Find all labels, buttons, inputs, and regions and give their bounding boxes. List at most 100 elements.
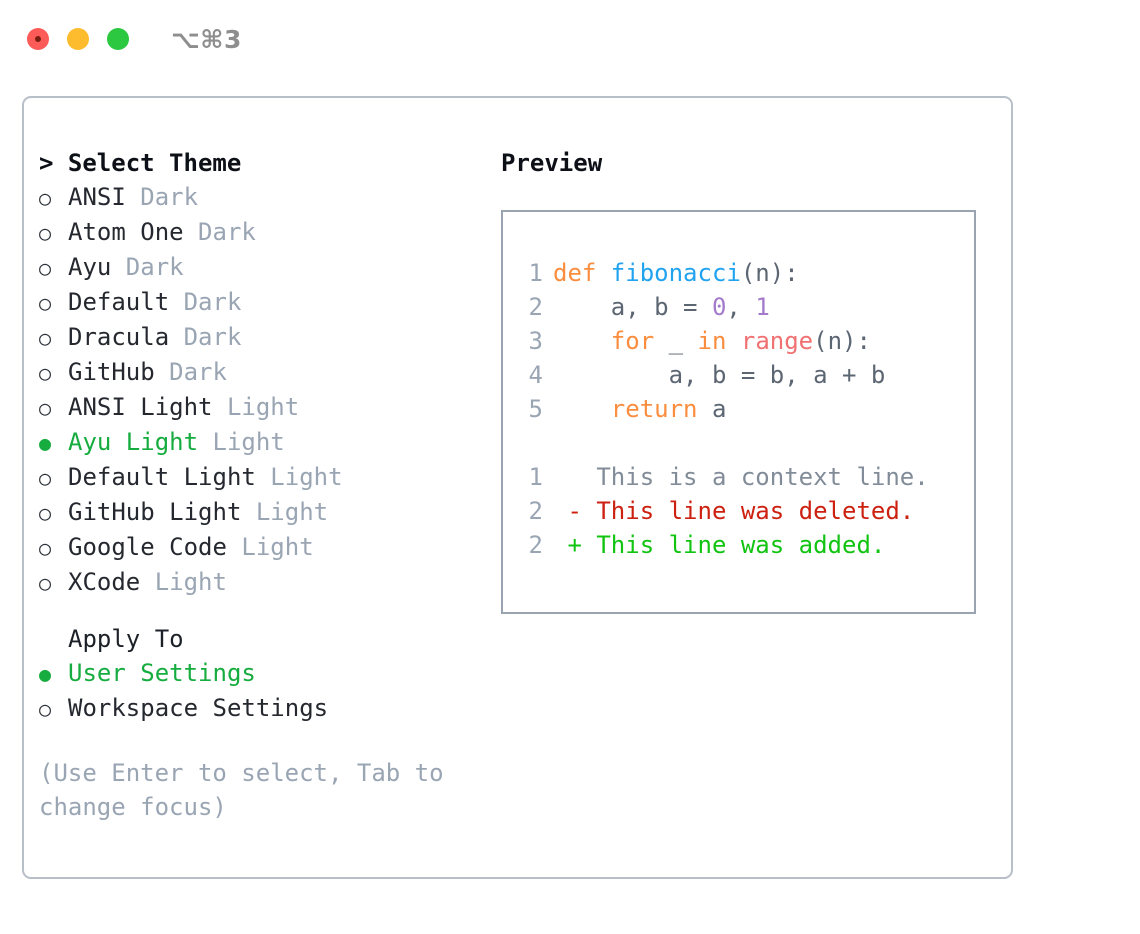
keyboard-hint-text: (Use Enter to select, Tab to change focu… bbox=[39, 759, 444, 821]
code-token-pl: a bbox=[697, 395, 727, 423]
theme-option-default-light[interactable]: ○ Default Light Light bbox=[39, 460, 489, 495]
code-line: 5 return a bbox=[521, 392, 974, 426]
code-line: 2 a, b = 0, 1 bbox=[521, 290, 974, 324]
radio-unselected-icon: ○ bbox=[39, 466, 52, 490]
apply-to-option-workspace-settings[interactable]: ○ Workspace Settings bbox=[39, 691, 489, 726]
theme-option-atom-one[interactable]: ○ Atom One Dark bbox=[39, 215, 489, 250]
diff-line-add: 2 + This line was added. bbox=[521, 528, 974, 562]
diff-line-number: 2 bbox=[528, 497, 543, 525]
code-token-kw: in bbox=[697, 327, 727, 355]
theme-picker-column: > Select Theme ○ANSI Dark○Atom One Dark○… bbox=[39, 146, 489, 824]
theme-option-tag: Dark bbox=[111, 253, 184, 281]
close-button-icon[interactable] bbox=[27, 28, 49, 50]
code-token-pl: (n): bbox=[740, 259, 799, 287]
theme-option-tag: Dark bbox=[125, 183, 199, 211]
code-line: 3 for _ in range(n): bbox=[521, 324, 974, 358]
code-line-number: 2 bbox=[528, 293, 543, 321]
code-token-fn: fibonacci bbox=[610, 259, 741, 287]
theme-option-label: Dracula bbox=[68, 323, 170, 351]
theme-option-tag: Dark bbox=[169, 288, 242, 316]
radio-unselected-icon: ○ bbox=[39, 326, 52, 350]
caret-icon: > bbox=[39, 149, 54, 177]
radio-unselected-icon: ○ bbox=[39, 536, 52, 560]
diff-line-number: 1 bbox=[528, 463, 543, 491]
theme-option-github-light[interactable]: ○GitHub Light Light bbox=[39, 495, 489, 530]
radio-unselected-icon: ○ bbox=[39, 256, 52, 280]
theme-option-label: ANSI bbox=[68, 183, 126, 211]
diff-line-text: This line was deleted. bbox=[596, 497, 915, 525]
keyboard-shortcut-label: ⌥⌘3 bbox=[171, 24, 242, 54]
theme-option-label: Ayu bbox=[68, 253, 112, 281]
code-token-pl: a, b = b, a + b bbox=[553, 361, 886, 389]
code-token-kw: for bbox=[610, 327, 655, 355]
preview-title: Preview bbox=[501, 149, 603, 177]
radio-unselected-icon: ○ bbox=[39, 221, 52, 245]
diff-marker: - bbox=[553, 497, 597, 525]
code-line-number: 3 bbox=[528, 327, 543, 355]
radio-unselected-icon: ○ bbox=[39, 571, 52, 595]
radio-unselected-icon: ○ bbox=[39, 501, 52, 525]
theme-option-xcode[interactable]: ○XCode Light bbox=[39, 565, 489, 600]
code-token-pl bbox=[553, 327, 611, 355]
radio-unselected-icon: ○ bbox=[39, 361, 52, 385]
code-token-pl: _ bbox=[654, 327, 698, 355]
theme-option-label: Ayu Light bbox=[68, 428, 199, 456]
radio-unselected-icon: ○ bbox=[39, 697, 52, 721]
code-token-pl bbox=[553, 395, 611, 423]
theme-option-tag: Light bbox=[226, 533, 314, 561]
diff-sample-block: 1 This is a context line.2 - This line w… bbox=[521, 460, 974, 562]
theme-option-tag: Light bbox=[241, 498, 329, 526]
theme-option-ansi[interactable]: ○ ANSI Dark bbox=[39, 180, 489, 215]
code-line-number: 4 bbox=[528, 361, 543, 389]
theme-option-label: GitHub bbox=[68, 358, 155, 386]
theme-option-tag: Dark bbox=[154, 358, 227, 386]
apply-to-option-user-settings[interactable]: ●User Settings bbox=[39, 656, 489, 691]
maximize-button-icon[interactable] bbox=[107, 28, 129, 50]
code-token-kw: return bbox=[610, 395, 698, 423]
minimize-button-icon[interactable] bbox=[67, 28, 89, 50]
code-token-num: 0 bbox=[711, 293, 727, 321]
theme-option-label: Default Light bbox=[68, 463, 256, 491]
theme-option-tag: Dark bbox=[183, 218, 256, 246]
theme-option-google-code[interactable]: ○ Google Code Light bbox=[39, 530, 489, 565]
theme-option-ayu[interactable]: ○ Ayu Dark bbox=[39, 250, 489, 285]
diff-line-text: This line was added. bbox=[596, 531, 886, 559]
code-token-kw: def bbox=[553, 259, 611, 287]
theme-option-list: ○ANSI Dark○Atom One Dark○Ayu Dark○Defaul… bbox=[39, 180, 489, 600]
theme-option-label: Atom One bbox=[68, 218, 184, 246]
theme-option-github[interactable]: ○ GitHub Dark bbox=[39, 355, 489, 390]
theme-option-tag: Light bbox=[198, 428, 285, 456]
theme-option-label: XCode bbox=[68, 568, 141, 596]
select-theme-heading-label: Select Theme bbox=[67, 149, 242, 177]
code-token-num: 1 bbox=[755, 293, 770, 321]
theme-option-tag: Light bbox=[255, 463, 343, 491]
theme-option-ansi-light[interactable]: ○ANSI Light Light bbox=[39, 390, 489, 425]
title-bar: ⌥⌘3 bbox=[0, 0, 1140, 78]
code-token-pl: , bbox=[726, 293, 756, 321]
code-token-pl: a, b = bbox=[553, 293, 712, 321]
diff-line-number: 2 bbox=[528, 531, 543, 559]
radio-selected-icon: ● bbox=[39, 431, 52, 455]
theme-option-dracula[interactable]: ○ Dracula Dark bbox=[39, 320, 489, 355]
radio-unselected-icon: ○ bbox=[39, 396, 52, 420]
diff-marker: + bbox=[553, 531, 597, 559]
diff-line-del: 2 - This line was deleted. bbox=[521, 494, 974, 528]
main-panel: > Select Theme ○ANSI Dark○Atom One Dark○… bbox=[22, 96, 1013, 879]
theme-option-ayu-light[interactable]: ● Ayu Light Light bbox=[39, 425, 489, 460]
apply-to-option-label: Workspace Settings bbox=[68, 694, 329, 722]
theme-option-tag: Dark bbox=[169, 323, 242, 351]
radio-unselected-icon: ○ bbox=[39, 186, 52, 210]
theme-option-label: Google Code bbox=[68, 533, 227, 561]
code-token-bi: range bbox=[740, 327, 814, 355]
apply-to-option-list: ●User Settings ○ Workspace Settings bbox=[39, 656, 489, 726]
theme-option-default[interactable]: ○Default Dark bbox=[39, 285, 489, 320]
radio-selected-icon: ● bbox=[39, 662, 52, 686]
traffic-lights bbox=[27, 28, 129, 50]
radio-unselected-icon: ○ bbox=[39, 291, 52, 315]
code-token-pl bbox=[726, 327, 740, 355]
